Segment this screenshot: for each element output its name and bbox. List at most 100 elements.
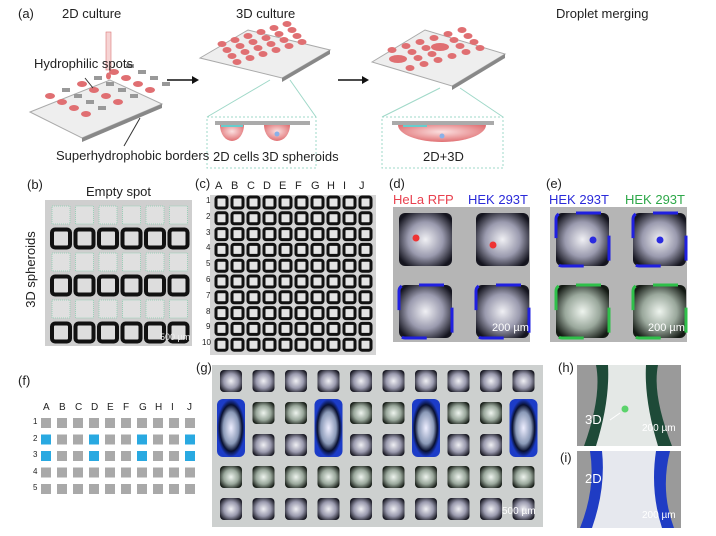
arrow-2 — [338, 76, 369, 84]
cell-G5 — [137, 484, 147, 494]
panel-h-image — [577, 365, 681, 446]
spheroid-dot — [589, 236, 597, 244]
well — [310, 274, 325, 289]
empty-spot — [145, 205, 165, 225]
empty-spot — [122, 299, 141, 319]
well-image — [252, 498, 275, 520]
well — [358, 227, 373, 242]
spheroid-spot — [144, 321, 166, 344]
well — [262, 211, 277, 226]
highlighted-cell-J3 — [185, 451, 195, 461]
well — [278, 195, 293, 210]
well — [294, 258, 309, 273]
well-image — [476, 285, 529, 338]
cell-E2 — [105, 434, 115, 445]
panel-f-label: (f) — [18, 373, 31, 388]
well — [230, 290, 245, 305]
well — [326, 337, 341, 352]
row-label: 5 — [33, 483, 38, 492]
well — [230, 195, 245, 210]
row-label: 8 — [206, 306, 211, 316]
well — [342, 321, 357, 336]
well-image — [556, 285, 609, 338]
row-label: 6 — [206, 275, 211, 284]
plate-droplet-merging — [370, 27, 507, 169]
cell-C1 — [73, 418, 83, 428]
highlighted-cell-J2 — [185, 434, 195, 445]
well — [214, 321, 229, 336]
well — [278, 242, 293, 257]
spheroid-spot — [97, 227, 119, 250]
well-image — [399, 213, 452, 266]
well — [358, 242, 373, 257]
well — [230, 242, 245, 257]
column-label: G — [139, 402, 147, 413]
well — [342, 227, 357, 242]
well — [230, 211, 245, 226]
cell-B4 — [57, 467, 67, 478]
cell-B1 — [57, 418, 67, 428]
well — [262, 306, 277, 321]
well — [358, 306, 373, 321]
well — [294, 211, 309, 226]
panel-e-label: (e) — [546, 176, 562, 191]
spheroid-spot — [144, 274, 166, 297]
empty-spot — [51, 252, 71, 272]
hela-rfp-title: HeLa RFP — [393, 192, 454, 207]
well — [214, 274, 229, 289]
well — [310, 258, 325, 273]
well — [262, 274, 277, 289]
cell-A4 — [41, 467, 51, 478]
spheroid-spot — [73, 227, 96, 250]
well-image — [476, 213, 529, 266]
3d-spheroids-axis-label: 3D spheroids — [22, 231, 38, 308]
well-image — [415, 498, 437, 520]
row-label: 1 — [206, 196, 211, 205]
well — [358, 258, 373, 273]
well-image — [480, 434, 502, 456]
empty-spot — [98, 205, 118, 225]
highlighted-cell-A3 — [41, 451, 51, 461]
pipette-icon — [105, 31, 112, 71]
well — [342, 258, 357, 273]
spheroid-dot — [412, 234, 420, 242]
well — [278, 274, 293, 289]
spheroid-dot — [489, 241, 497, 249]
well — [262, 337, 277, 352]
arrow-1 — [167, 76, 199, 84]
empty-spot — [75, 252, 94, 272]
cell-D4 — [89, 467, 99, 478]
well — [294, 306, 309, 321]
well — [246, 306, 261, 321]
well — [230, 321, 245, 336]
cell-F4 — [121, 467, 131, 478]
panel-b-scale-bar: 500 µm — [160, 332, 191, 342]
spheroid-spot — [120, 274, 143, 297]
well-image — [480, 402, 502, 424]
well-image — [382, 498, 405, 520]
well — [326, 227, 341, 242]
well-image — [350, 370, 372, 392]
cell-I5 — [169, 484, 179, 494]
well — [214, 306, 229, 321]
column-label: C — [247, 180, 255, 192]
step-3d-culture-title: 3D culture — [236, 6, 296, 21]
well — [246, 258, 261, 273]
cell-H5 — [153, 484, 163, 494]
well — [326, 290, 341, 305]
well-image — [252, 466, 275, 488]
cell-C5 — [73, 484, 83, 494]
panel-e-scale-bar: 200 µm — [648, 322, 685, 334]
well — [262, 242, 277, 257]
well — [230, 306, 245, 321]
well — [262, 195, 277, 210]
cell-J5 — [185, 484, 195, 494]
well-image — [447, 466, 470, 488]
hydrophilic-spots-label: Hydrophilic spots — [34, 56, 133, 71]
well-image — [285, 402, 307, 424]
empty-spot — [98, 299, 118, 319]
well — [294, 321, 309, 336]
empty-spot — [169, 252, 188, 272]
well — [214, 195, 229, 210]
well — [342, 242, 357, 257]
